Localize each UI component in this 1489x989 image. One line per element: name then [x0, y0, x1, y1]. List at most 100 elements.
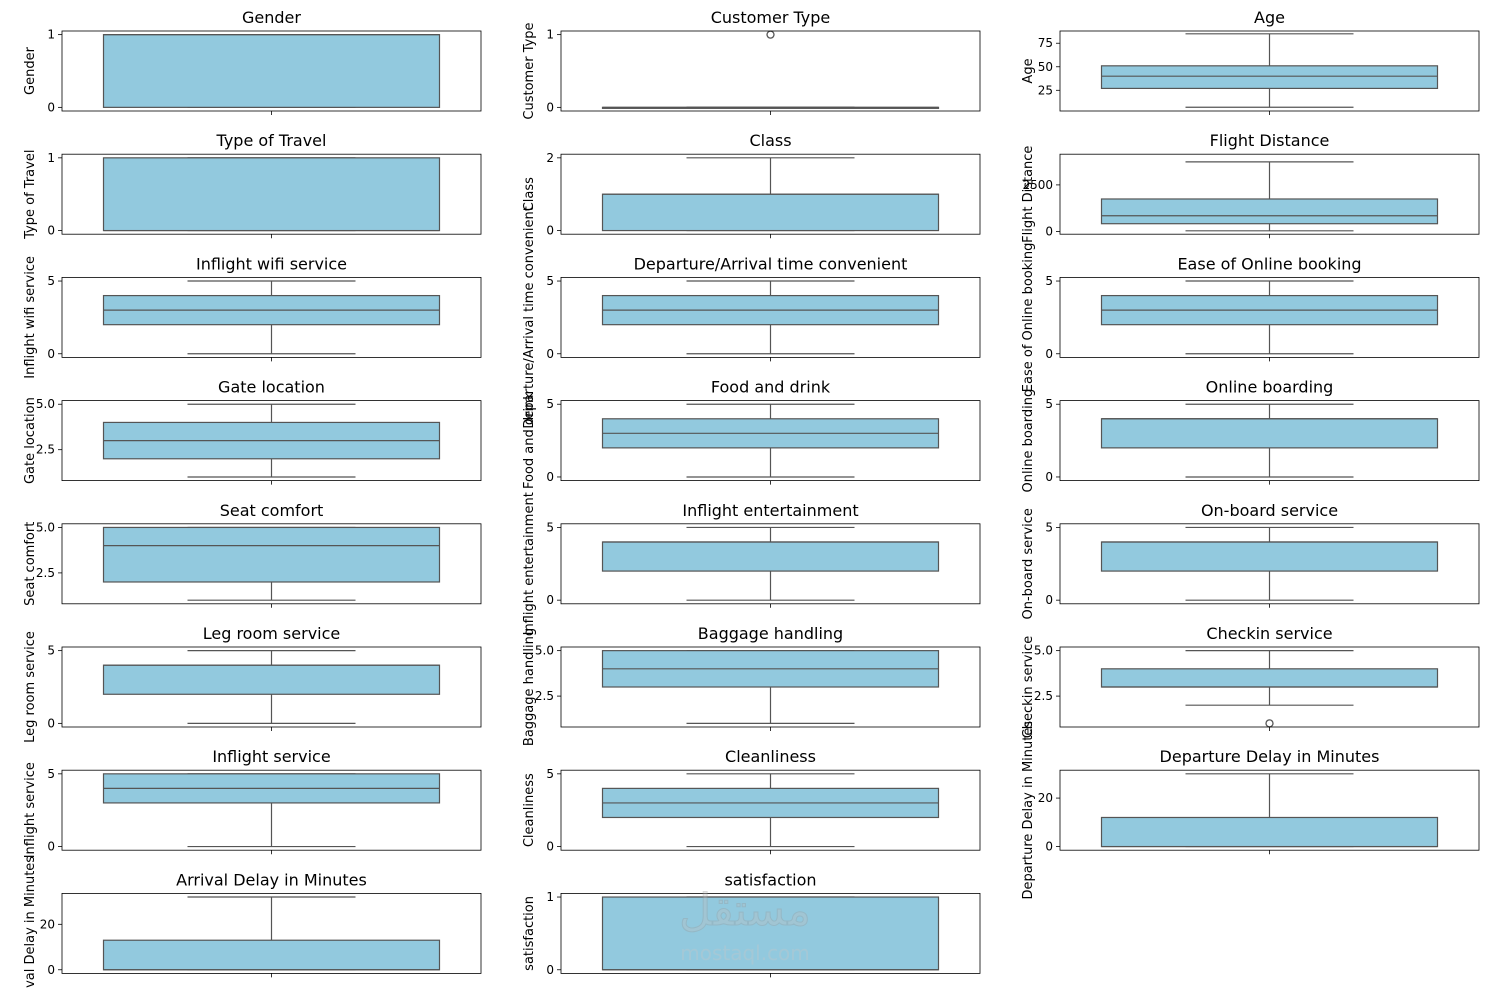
- y-tick-label: 5.0: [1034, 644, 1053, 658]
- iqr-box: [1100, 816, 1439, 848]
- y-tick-label: 0: [47, 100, 55, 114]
- iqr-box: [102, 34, 441, 108]
- subplot-title: Leg room service: [203, 624, 341, 643]
- iqr-box: [1100, 418, 1439, 449]
- subplot-panel: Departure/Arrival time convenient Departu…: [522, 206, 981, 429]
- iqr-box: [102, 939, 441, 971]
- y-tick-label: 0: [1045, 840, 1053, 854]
- y-tick-label: 5: [47, 767, 55, 781]
- y-tick-label: 0: [47, 716, 55, 730]
- axes-frame: [1059, 769, 1480, 851]
- iqr-box: [601, 541, 940, 572]
- y-axis-label: On-board service: [1021, 508, 1036, 619]
- subplot-title: Ease of Online booking: [1177, 254, 1361, 273]
- y-tick-label: 5: [546, 520, 554, 534]
- y-axis-label: Inflight entertainment: [522, 492, 537, 635]
- iqr-box: [1100, 668, 1439, 688]
- y-tick-label: 0: [546, 840, 554, 854]
- y-tick-label: 2.5: [1034, 689, 1053, 703]
- y-tick-label: 2500: [1022, 178, 1053, 192]
- y-tick-label: 50: [1038, 60, 1053, 74]
- y-axis-label: Inflight service: [23, 762, 38, 858]
- y-axis-label: Departure/Arrival time convenient: [522, 206, 537, 428]
- y-tick-label: 1: [546, 28, 554, 42]
- axes-frame: [61, 30, 482, 112]
- y-tick-label: 0: [546, 224, 554, 238]
- y-tick-label: 20: [1038, 791, 1053, 805]
- subplot-title: Departure/Arrival time convenient: [634, 254, 908, 273]
- y-tick-label: 1: [47, 151, 55, 165]
- axes-frame: [560, 769, 981, 851]
- axes-frame: [560, 276, 981, 358]
- y-tick-label: 5.0: [535, 644, 554, 658]
- axes-frame: [61, 646, 482, 728]
- subplot-panel: Ease of Online booking Ease of Online boo…: [1021, 243, 1480, 393]
- y-tick-label: 0: [546, 963, 554, 977]
- axes-frame: [1059, 30, 1480, 112]
- subplot-title: Arrival Delay in Minutes: [176, 870, 367, 889]
- y-tick-label: 5: [546, 274, 554, 288]
- y-tick-label: 2.5: [36, 443, 55, 457]
- iqr-box: [1100, 541, 1439, 572]
- y-tick-label: 2: [546, 151, 554, 165]
- iqr-box: [601, 193, 940, 232]
- y-tick-label: 0: [1045, 347, 1053, 361]
- y-axis-label: Arrival Delay in Minutes: [23, 856, 38, 989]
- iqr-box: [102, 664, 441, 695]
- y-tick-label: 25: [1038, 83, 1053, 97]
- y-axis-label: Age: [1021, 58, 1036, 83]
- y-axis-label: Food and drink: [522, 392, 537, 489]
- y-axis-label: Inflight wifi service: [23, 256, 38, 379]
- subplot-title: Type of Travel: [216, 131, 327, 150]
- y-tick-label: 5: [1045, 520, 1053, 534]
- subplot-title: Baggage handling: [698, 624, 843, 643]
- y-tick-label: 1: [546, 890, 554, 904]
- y-tick-label: 0: [47, 840, 55, 854]
- subplot-title: Class: [749, 131, 791, 150]
- watermark-logo: مستقل mostaql.com: [679, 885, 812, 966]
- y-axis-label: Gender: [23, 46, 38, 95]
- y-axis-label: Online boarding: [1021, 389, 1036, 493]
- axes-frame: [61, 523, 482, 605]
- y-tick-label: 5: [546, 767, 554, 781]
- axes-frame: [560, 30, 981, 112]
- y-axis-label: Gate location: [23, 397, 38, 484]
- y-tick-label: 0: [47, 224, 55, 238]
- y-tick-label: 0: [546, 593, 554, 607]
- outlier-point: [766, 30, 775, 39]
- y-axis-label: Ease of Online booking: [1021, 243, 1036, 393]
- y-tick-label: 0: [1045, 224, 1053, 238]
- y-tick-label: 5.0: [36, 397, 55, 411]
- y-axis-label: Class: [522, 177, 537, 211]
- y-tick-label: 0: [1045, 593, 1053, 607]
- subplot-panel: Arrival Delay in Minutes Arrival Delay in…: [23, 856, 482, 989]
- subplot-title: Gate location: [218, 378, 325, 397]
- y-tick-label: 5: [546, 397, 554, 411]
- y-axis-label: Flight Distance: [1021, 146, 1036, 243]
- y-tick-label: 75: [1038, 36, 1053, 50]
- iqr-box: [1100, 198, 1439, 225]
- subplot-title: Inflight service: [212, 747, 330, 766]
- axes-frame: [560, 523, 981, 605]
- axes-frame: [560, 646, 981, 728]
- subplot-title: Food and drink: [711, 378, 831, 397]
- y-axis-label: satisfaction: [522, 896, 537, 971]
- subplot-title: Seat comfort: [220, 501, 324, 520]
